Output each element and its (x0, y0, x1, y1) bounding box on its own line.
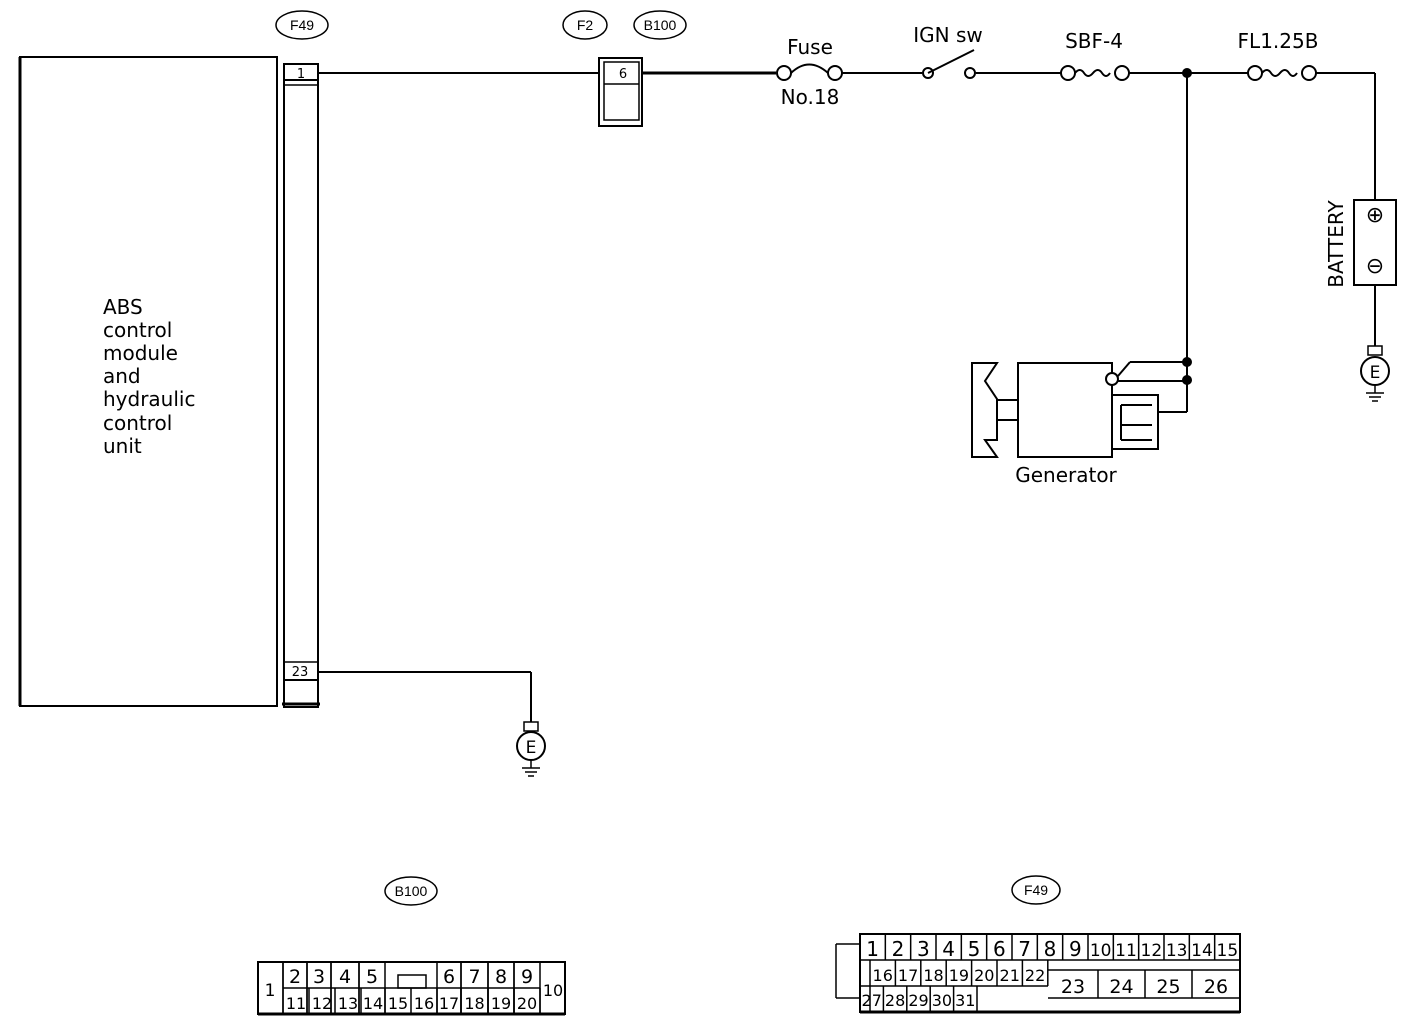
f49-connector-strip: 1 23 (276, 57, 320, 708)
f49-pin: 7 (1018, 937, 1031, 961)
f49-pin: 18 (923, 966, 943, 985)
f49-pin: 25 (1156, 976, 1180, 998)
battery-minus-icon: ⊖ (1366, 254, 1384, 279)
b100-pin: 6 (443, 966, 455, 988)
f49-pin: 4 (942, 937, 955, 961)
top-wire (318, 71, 1376, 200)
f49-pin: 17 (898, 966, 918, 985)
abs-ground: E (516, 721, 546, 777)
f49-pin: 1 (866, 937, 879, 961)
f49-pin: 11 (1115, 941, 1137, 961)
b100-pin: 12 (312, 994, 332, 1013)
inline-pin-6: 6 (619, 67, 627, 82)
f49-pin: 9 (1069, 937, 1082, 961)
b100-pin: 3 (313, 966, 325, 988)
b100-tag: B100 (395, 883, 428, 899)
b100-pin: 2 (289, 966, 301, 988)
abs-module-label: ABS control module and hydraulic control… (103, 295, 202, 458)
generator-label: Generator (1015, 463, 1117, 487)
f2-tag: F2 (562, 10, 608, 40)
fl125b-fusible-link (1247, 65, 1317, 81)
f49-pin: 21 (1000, 966, 1020, 985)
fuse-number-label: No.18 (781, 85, 840, 109)
f49-pin: 23 (1061, 976, 1085, 998)
battery: ⊕ ⊖ BATTERY (1324, 199, 1397, 346)
f49-pin: 15 (1217, 941, 1239, 961)
f49-pin: 26 (1204, 976, 1228, 998)
generator-feed-wire (1182, 68, 1192, 412)
f49-pin: 13 (1166, 941, 1188, 961)
f49-pin: 20 (974, 966, 994, 985)
b100-pin: 1 (265, 981, 276, 1001)
f49-pin: 6 (993, 937, 1006, 961)
b100-pin: 15 (388, 994, 408, 1013)
svg-text:B100: B100 (644, 17, 677, 33)
f49-pin: 19 (949, 966, 969, 985)
battery-ground: E (1360, 345, 1390, 402)
ground-e-label: E (526, 738, 537, 758)
battery-plus-icon: ⊕ (1366, 203, 1384, 228)
abs-ground-wire (318, 671, 532, 722)
abs-module: ABS control module and hydraulic control… (18, 56, 278, 707)
fuse-no18 (776, 63, 843, 81)
b100-pin: 20 (517, 994, 537, 1013)
b100-pin: 9 (521, 966, 533, 988)
f49-pin: 8 (1044, 937, 1057, 961)
ign-switch (922, 49, 976, 79)
generator (971, 361, 1187, 458)
f49-pin: 10 (1090, 941, 1112, 961)
f49-pin: 22 (1025, 966, 1045, 985)
b100-pin: 11 (286, 994, 306, 1013)
svg-text:F2: F2 (577, 17, 594, 33)
f49-pin: 5 (968, 937, 981, 961)
ign-switch-label: IGN sw (913, 23, 983, 47)
b100-pin: 17 (439, 994, 459, 1013)
b100-pin: 10 (543, 981, 563, 1000)
f49-pin: 24 (1109, 976, 1133, 998)
f49-pin: 29 (908, 991, 928, 1010)
f49-pin: 3 (917, 937, 930, 961)
ground-e-label: E (1370, 363, 1381, 383)
battery-label: BATTERY (1324, 200, 1348, 288)
f49-pin: 28 (885, 991, 905, 1010)
sbf4-label: SBF-4 (1065, 29, 1123, 53)
b100-pin: 16 (414, 994, 434, 1013)
b100-tag-top: B100 (633, 10, 687, 40)
b100-pin: 8 (495, 966, 507, 988)
b100-pin: 14 (363, 994, 383, 1013)
f49-tag: F49 (275, 10, 329, 40)
b100-pin: 5 (366, 966, 378, 988)
f49-pin: 27 (862, 991, 882, 1010)
f2-b100-inline-connector: 6 (598, 57, 643, 127)
f49-pin: 2 (892, 937, 905, 961)
f49-pin: 16 (873, 966, 893, 985)
f49-pin: 30 (932, 991, 952, 1010)
f49-pin: 31 (955, 991, 975, 1010)
b100-pin: 18 (464, 994, 484, 1013)
fuse-label: Fuse (787, 35, 833, 59)
b100-pin: 7 (468, 966, 480, 988)
svg-text:F49: F49 (290, 17, 314, 33)
b100-pin: 4 (339, 966, 351, 988)
f49-pin-23: 23 (292, 665, 309, 680)
f49-pin: 12 (1141, 941, 1163, 961)
b100-pin: 19 (491, 994, 511, 1013)
f49-pin-1: 1 (297, 67, 305, 82)
f49-pin: 14 (1191, 941, 1213, 961)
f49-tag-bottom: F49 (1024, 882, 1048, 898)
fl125b-label: FL1.25B (1238, 29, 1319, 53)
sbf4-fusible-link (1060, 65, 1130, 81)
b100-pin: 13 (338, 994, 358, 1013)
